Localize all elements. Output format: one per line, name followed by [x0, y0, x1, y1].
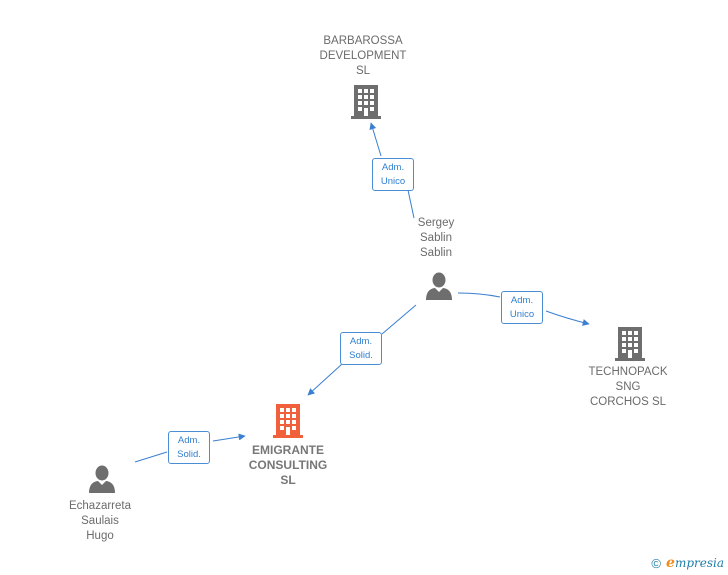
- edge-echazarreta-emigrante: [134, 436, 245, 463]
- brand-initial: e: [666, 555, 675, 571]
- echazarreta-label[interactable]: Echazarreta Saulais Hugo: [68, 500, 131, 542]
- brand-rest: mpresia: [674, 556, 724, 570]
- footer-brand: © empresia: [651, 555, 724, 571]
- technopack-building-icon[interactable]: [614, 326, 646, 362]
- edge-label-adm-solid-emigrante: Adm. Solid.: [340, 332, 382, 365]
- edge-label-adm-unico-barbarossa: Adm. Unico: [372, 158, 414, 191]
- edge-sergey-technopack: [457, 292, 589, 324]
- edge-sergey-barbarossa: [371, 123, 415, 219]
- edge-sergey-emigrante: [308, 304, 417, 395]
- echazarreta-person-icon[interactable]: [86, 464, 118, 494]
- edge-label-adm-solid-echazarreta: Adm. Solid.: [168, 431, 210, 464]
- sergey-label[interactable]: Sergey Sablin Sablin: [417, 217, 455, 259]
- copyright-icon: ©: [651, 555, 662, 571]
- sergey-person-icon[interactable]: [423, 271, 455, 301]
- emigrante-building-icon[interactable]: [272, 403, 304, 439]
- edge-label-adm-unico-technopack: Adm. Unico: [501, 291, 543, 324]
- technopack-label[interactable]: TECHNOPACK SNG CORCHOS SL: [588, 366, 668, 408]
- barbarossa-label[interactable]: BARBAROSSA DEVELOPMENT SL: [319, 35, 407, 77]
- barbarossa-building-icon[interactable]: [350, 84, 382, 120]
- emigrante-label[interactable]: EMIGRANTE CONSULTING SL: [248, 443, 328, 487]
- empresia-logo[interactable]: empresia: [666, 555, 724, 571]
